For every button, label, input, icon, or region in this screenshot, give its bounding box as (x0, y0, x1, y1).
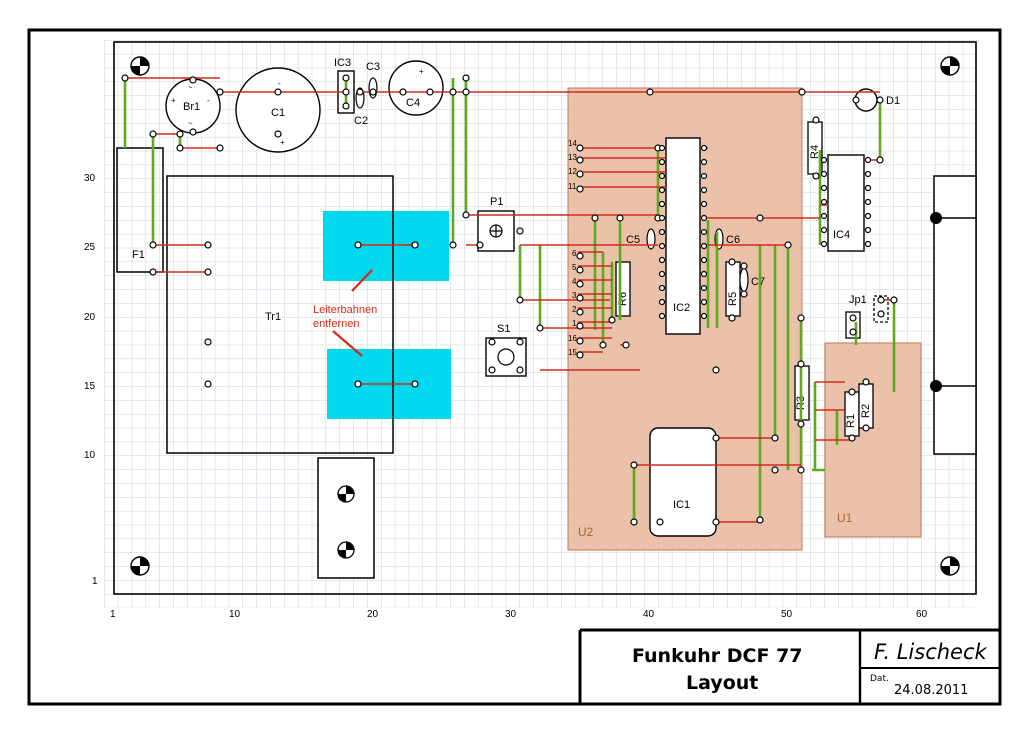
x-tick-label: 40 (643, 609, 655, 620)
svg-text:6: 6 (572, 249, 577, 258)
svg-text:1: 1 (572, 319, 577, 328)
ic1-label: IC1 (673, 499, 690, 511)
jp1-label: Jp1 (849, 294, 867, 306)
svg-text:3: 3 (572, 291, 577, 300)
jumper-jp1-alt (873, 295, 889, 323)
r1-label: R1 (845, 414, 857, 428)
c4-label: C4 (406, 97, 420, 109)
pin-number-labels: 14 13 12 11 6 5 4 3 2 1 16 15 (568, 139, 577, 357)
mounting-hole-icon (337, 485, 355, 503)
p1-label: P1 (490, 196, 503, 208)
y-tick-label: 25 (84, 242, 96, 253)
svg-text:14: 14 (568, 139, 577, 148)
r2-label: R2 (860, 404, 872, 418)
c6-label: C6 (726, 234, 740, 246)
mounting-hole-icon (337, 541, 355, 559)
title-line1: Funkuhr DCF 77 (632, 645, 803, 667)
connector-right (933, 175, 977, 455)
c7-label: C7 (751, 276, 765, 288)
y-tick-label: 15 (84, 381, 96, 392)
capacitor-c1 (235, 67, 321, 153)
d1-label: D1 (886, 95, 900, 107)
capacitor-c7 (739, 267, 749, 293)
red-traces (125, 77, 894, 523)
svg-text:2: 2 (572, 305, 577, 314)
y-tick-label: 10 (84, 450, 96, 461)
heatsink-block (317, 457, 375, 579)
date-label: Dat. (870, 674, 889, 684)
c2-label: C2 (354, 115, 368, 127)
y-axis: 30 25 20 15 10 1 (84, 173, 98, 587)
ic4-label: IC4 (833, 229, 850, 241)
ic2-label: IC2 (673, 302, 690, 314)
svg-text:~: ~ (188, 83, 193, 92)
capacitor-c4 (388, 60, 444, 116)
svg-text:11: 11 (568, 182, 577, 191)
transformer-tr1 (166, 175, 394, 454)
mounting-hole-icon (130, 556, 150, 576)
x-tick-label: 60 (916, 609, 928, 620)
annotation-line1: Leiterbahnen (313, 304, 377, 316)
mounting-holes (130, 56, 960, 576)
x-axis: 1 10 20 30 40 50 60 (110, 609, 928, 620)
svg-text:15: 15 (568, 348, 577, 357)
date-value: 24.08.2011 (894, 683, 968, 698)
resistor-r6 (615, 261, 631, 317)
x-tick-label: 20 (367, 609, 379, 620)
module-u2-label: U2 (578, 525, 594, 539)
svg-text:13: 13 (568, 153, 577, 162)
svg-text:5: 5 (572, 263, 577, 272)
x-tick-label: 30 (505, 609, 517, 620)
svg-text:+: + (419, 67, 424, 76)
svg-text:16: 16 (568, 334, 577, 343)
title-line2: Layout (686, 672, 758, 694)
svg-text:+: + (280, 138, 285, 147)
fuse-f1 (116, 147, 164, 273)
c3-label: C3 (366, 61, 380, 73)
svg-text:-: - (207, 96, 210, 105)
x-tick-label: 50 (781, 609, 793, 620)
svg-text:~: ~ (188, 119, 193, 128)
trace-cutout-upper (323, 211, 449, 281)
x-tick-label: 1 (110, 609, 116, 620)
solder-pads (121, 74, 898, 526)
c1-label: C1 (271, 107, 285, 119)
y-tick-label: 1 (92, 576, 98, 587)
ic1-chip (649, 427, 717, 537)
y-tick-label: 20 (84, 312, 96, 323)
ic4-chip (827, 154, 865, 252)
mounting-hole-icon (940, 556, 960, 576)
y-tick-label: 30 (84, 173, 96, 184)
s1-label: S1 (497, 323, 510, 335)
capacitor-c5 (646, 228, 656, 250)
svg-text:-: - (278, 79, 281, 88)
author-name: F. Lischeck (874, 640, 988, 664)
svg-text:+: + (171, 96, 176, 105)
ic2-chip (665, 137, 701, 335)
svg-text:4: 4 (572, 277, 577, 286)
ic3-label: IC3 (334, 57, 351, 69)
r5-label: R5 (727, 292, 739, 306)
svg-text:12: 12 (568, 167, 577, 176)
mounting-hole-icon (130, 56, 150, 76)
annotation-arrows (332, 269, 373, 357)
c5-label: C5 (626, 234, 640, 246)
r4-label: R4 (809, 145, 821, 159)
title-block: Funkuhr DCF 77 Layout F. Lischeck Dat. 2… (578, 628, 1000, 704)
x-tick-label: 10 (229, 609, 241, 620)
mounting-hole-icon (940, 56, 960, 76)
resistor-r5 (725, 261, 741, 317)
tr1-label: Tr1 (265, 311, 281, 323)
f1-label: F1 (132, 249, 145, 261)
annotation-line2: entfernen (313, 318, 359, 330)
br1-label: Br1 (183, 101, 200, 113)
module-u1-label: U1 (837, 511, 853, 525)
